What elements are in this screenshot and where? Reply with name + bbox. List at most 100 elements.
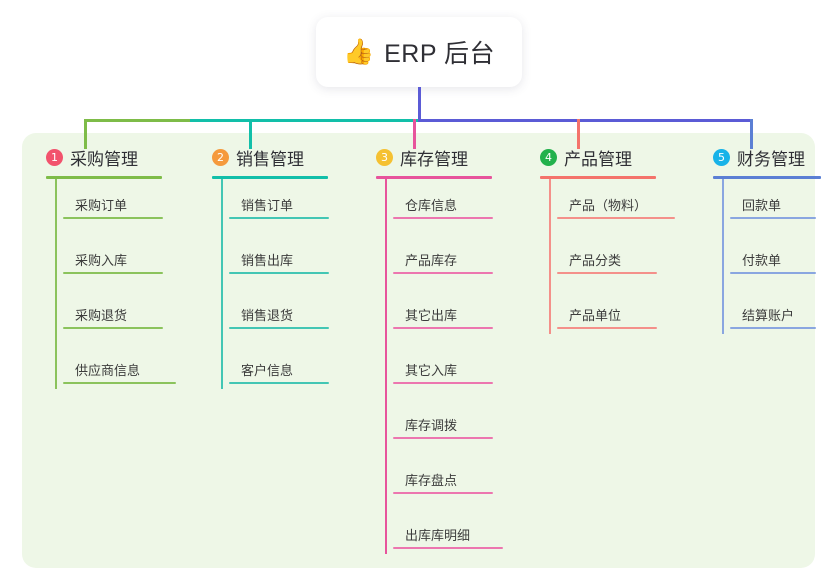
leaf-label: 产品分类 [569,253,622,268]
drop-stem-2 [249,119,252,149]
branch-underline-3 [376,176,492,179]
branch-underline-5 [713,176,821,179]
leaf-underline [557,327,657,329]
leaf-label: 其它出库 [405,308,458,323]
branch-badge-2: 2 [212,148,229,166]
list-item[interactable]: 客户信息 [229,360,341,384]
leaf-label: 产品（物料） [569,198,648,213]
branch-title-5: 财务管理 [737,149,805,169]
leaf-underline [229,217,329,219]
branch-spine-2 [221,179,223,389]
leaf-underline [229,327,329,329]
leaf-label: 回款单 [742,198,782,213]
list-item[interactable]: 销售出库 [229,250,341,274]
branch-column-4: 4 产品管理 产品（物料） 产品分类 产品单位 [524,145,699,334]
leaf-underline [393,382,493,384]
list-item[interactable]: 其它出库 [393,305,505,329]
leaf-underline [393,547,503,549]
leaf-underline [730,272,816,274]
leaf-label: 库存调拨 [405,418,458,433]
branch-underline-4 [540,176,656,179]
branch-badge-3: 3 [376,148,393,166]
list-item[interactable]: 其它入库 [393,360,505,384]
branch-title-4: 产品管理 [564,149,632,169]
branch-column-2: 2 销售管理 销售订单 销售出库 销售退货 客户信息 [196,145,356,389]
leaf-label: 销售订单 [241,198,294,213]
leaf-underline [63,382,176,384]
list-item[interactable]: 采购订单 [63,195,175,219]
branch-header-5[interactable]: 5 财务管理 [697,145,839,169]
list-item[interactable]: 库存调拨 [393,415,505,439]
branch-spine-5 [722,179,724,334]
root-stem [418,87,421,121]
mindmap-panel [22,133,815,568]
leaf-underline [229,382,329,384]
leaf-underline [393,437,493,439]
list-item[interactable]: 产品分类 [557,250,669,274]
leaf-label: 付款单 [742,253,782,268]
branch-title-2: 销售管理 [236,149,304,169]
leaf-underline [557,217,675,219]
leaf-underline [393,327,493,329]
leaf-label: 采购订单 [75,198,128,213]
drop-stem-5 [750,119,753,149]
branch-underline-1 [46,176,162,179]
drop-stem-4 [577,119,580,149]
connector-bar-indigo [418,119,753,122]
leaf-label: 产品库存 [405,253,458,268]
list-item[interactable]: 采购入库 [63,250,175,274]
connector-bar-teal [190,119,420,122]
leaf-label: 产品单位 [569,308,622,323]
leaf-label: 结算账户 [742,308,795,323]
leaf-label: 其它入库 [405,363,458,378]
branch-title-1: 采购管理 [70,149,138,169]
branch-badge-5: 5 [713,148,730,166]
leaf-label: 供应商信息 [75,363,141,378]
branch-column-5: 5 财务管理 回款单 付款单 结算账户 [697,145,839,334]
branch-header-4[interactable]: 4 产品管理 [524,145,699,169]
list-item[interactable]: 付款单 [730,250,828,274]
list-item[interactable]: 结算账户 [730,305,828,329]
branch-header-3[interactable]: 3 库存管理 [360,145,530,169]
branch-badge-1: 1 [46,148,63,166]
leaf-underline [63,217,163,219]
branch-header-1[interactable]: 1 采购管理 [30,145,190,169]
list-item[interactable]: 产品单位 [557,305,669,329]
drop-stem-3 [413,119,416,149]
branch-column-3: 3 库存管理 仓库信息 产品库存 其它出库 其它入库 库存调拨 库存盘点 [360,145,530,554]
leaf-label: 出库库明细 [405,528,471,543]
leaf-underline [393,272,493,274]
leaf-underline [63,272,163,274]
thumbs-up-icon: 👍 [342,37,375,66]
branch-badge-4: 4 [540,148,557,166]
leaf-underline [730,327,816,329]
list-item[interactable]: 出库库明细 [393,525,515,549]
list-item[interactable]: 销售退货 [229,305,341,329]
branch-underline-2 [212,176,328,179]
list-item[interactable]: 库存盘点 [393,470,505,494]
list-item[interactable]: 仓库信息 [393,195,505,219]
leaf-underline [393,492,493,494]
leaf-label: 库存盘点 [405,473,458,488]
leaf-underline [730,217,816,219]
branch-title-3: 库存管理 [400,149,468,169]
leaf-underline [229,272,329,274]
list-item[interactable]: 产品库存 [393,250,505,274]
list-item[interactable]: 回款单 [730,195,828,219]
list-item[interactable]: 产品（物料） [557,195,687,219]
branch-header-2[interactable]: 2 销售管理 [196,145,356,169]
leaf-label: 采购入库 [75,253,128,268]
connector-bar-green [84,119,192,122]
list-item[interactable]: 采购退货 [63,305,175,329]
leaf-label: 客户信息 [241,363,294,378]
leaf-label: 销售出库 [241,253,294,268]
root-node[interactable]: 👍 ERP 后台 [316,17,522,87]
list-item[interactable]: 供应商信息 [63,360,188,384]
root-node-title: ERP 后台 [384,40,496,68]
leaf-label: 仓库信息 [405,198,458,213]
list-item[interactable]: 销售订单 [229,195,341,219]
leaf-underline [393,217,493,219]
branch-column-1: 1 采购管理 采购订单 采购入库 采购退货 供应商信息 [30,145,190,389]
leaf-underline [557,272,657,274]
